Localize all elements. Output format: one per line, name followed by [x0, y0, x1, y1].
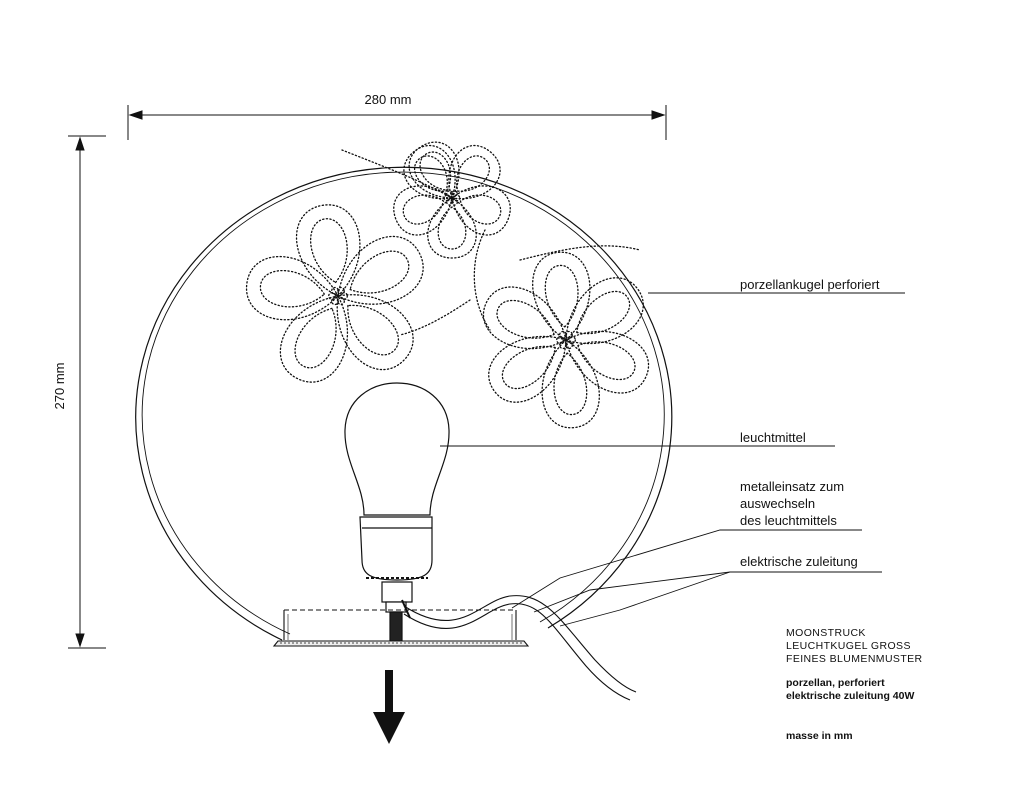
callout-insert-line2: auswechseln	[740, 496, 815, 511]
flower-center-dot	[331, 297, 339, 306]
flower-petal-inner	[402, 194, 445, 225]
flower-center-dot	[451, 190, 458, 198]
leader-lines	[440, 292, 905, 627]
units-note: masse in mm	[786, 730, 853, 742]
flower-petal	[393, 185, 453, 236]
flower-petal	[295, 204, 361, 297]
width-label: 280 mm	[365, 92, 412, 107]
flower-petal	[427, 197, 477, 259]
flower-petal	[565, 277, 644, 345]
flower-petal	[488, 335, 567, 403]
height-label: 270 mm	[52, 363, 67, 410]
electric-cable	[401, 595, 637, 701]
flower-stem	[341, 149, 453, 199]
title-block: MOONSTRUCK LEUCHTKUGEL GROSS FEINES BLUM…	[786, 627, 1016, 743]
light-bulb	[344, 382, 450, 645]
porcelain-sphere	[135, 166, 673, 641]
callout-bulb: leuchtmittel	[740, 430, 806, 445]
flower-petal-inner	[459, 194, 502, 225]
callout-shell: porzellankugel perforiert	[740, 277, 880, 292]
product-name: MOONSTRUCK	[786, 627, 866, 639]
callout-insert-line1: metalleinsatz zum	[740, 479, 844, 494]
flower-petal	[565, 330, 649, 394]
flower-center-dot	[331, 286, 339, 295]
flower-petal	[336, 294, 414, 371]
flower-petal	[279, 295, 348, 383]
flower-petal	[403, 145, 456, 200]
width-dimension	[127, 105, 667, 140]
height-dimension	[68, 135, 106, 649]
down-arrow	[373, 670, 405, 744]
product-pattern: FEINES BLUMENMUSTER	[786, 653, 923, 665]
flower-petal-inner	[259, 270, 326, 308]
callout-cable: elektrische zuleitung	[740, 554, 858, 569]
flower-petal-inner	[414, 155, 448, 192]
flower-petal-inner	[456, 155, 490, 192]
flower-petal	[532, 251, 591, 341]
flower-petal-inner	[437, 206, 467, 250]
flower-petal-inner	[310, 218, 348, 284]
flower-stem	[473, 229, 491, 331]
spec-block: porzellan, perforiert elektrische zuleit…	[786, 677, 1016, 703]
flower-center-dot	[559, 330, 567, 339]
flower-center-dot	[559, 341, 567, 350]
flower-petal	[337, 235, 424, 305]
flower-petal-inner	[294, 307, 337, 369]
flower-center-dot	[337, 286, 345, 295]
flower-petal-inner	[349, 250, 410, 294]
flower-petal-inner	[347, 304, 400, 356]
flower-petal	[541, 339, 600, 429]
flower-petal-inner	[419, 151, 452, 191]
spec-cable: elektrische zuleitung 40W	[786, 690, 915, 702]
metal-insert	[272, 609, 530, 647]
flower-petal	[408, 141, 460, 199]
spec-material: porzellan, perforiert	[786, 677, 885, 689]
callout-insert-line3: des leuchtmittels	[740, 513, 837, 528]
flower-center-dot	[565, 341, 573, 350]
flower-stem	[519, 245, 641, 261]
flower-petal	[246, 255, 339, 321]
flower-pattern	[246, 141, 649, 429]
flower-petal	[483, 286, 567, 350]
flower-petal-inner	[553, 352, 588, 416]
flower-stem	[399, 299, 471, 336]
flower-petal	[448, 145, 501, 200]
flower-center-dot	[337, 297, 345, 306]
flower-petal	[451, 185, 511, 236]
flower-center-dot	[565, 330, 573, 339]
flower-petal-inner	[544, 264, 579, 328]
product-type: LEUCHTKUGEL GROSS	[786, 640, 911, 652]
